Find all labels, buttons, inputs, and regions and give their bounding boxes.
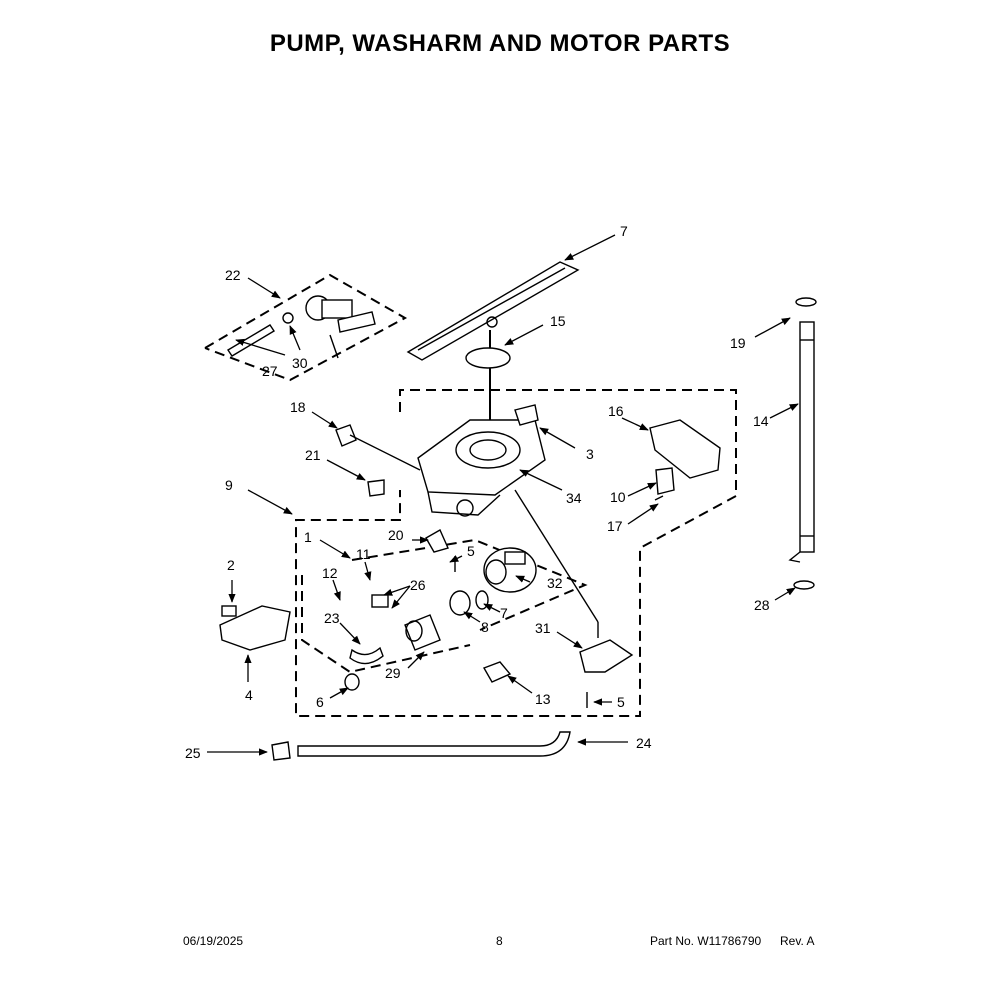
hose-clamp-top-part	[795, 297, 817, 307]
callout-27: 26	[410, 577, 426, 593]
callout-20: 19	[730, 335, 746, 351]
callout-30: 29	[385, 665, 401, 681]
footer-revision: Rev. A	[780, 934, 815, 948]
callout-22: 21	[305, 447, 321, 463]
parts	[219, 261, 817, 761]
pump-seal-part	[449, 590, 471, 616]
hose-end-clip-part	[271, 741, 291, 761]
elbow-hose-part	[349, 646, 384, 665]
callout-33: 32	[547, 575, 563, 591]
bracket-clip-part	[425, 529, 449, 553]
small-clip-part	[367, 479, 385, 497]
drain-hose-part	[788, 321, 815, 563]
callout-11: 10	[610, 489, 626, 505]
grommet-part	[344, 673, 360, 691]
long-drain-hose-part	[297, 731, 571, 757]
screw-part	[654, 495, 664, 501]
callout-8-fixed: 8	[481, 619, 489, 635]
callout-12: 11	[356, 546, 371, 562]
small-bracket-part	[655, 467, 675, 495]
motor-mount-part	[514, 489, 634, 673]
mounting-bracket-part	[219, 605, 291, 651]
hose-connector-part	[371, 594, 389, 608]
connector-part	[335, 424, 357, 447]
callout-29: 28	[754, 597, 770, 613]
callout-14: 13	[535, 691, 551, 707]
leader-arrows	[207, 234, 799, 756]
bracket-part	[649, 419, 721, 479]
callout-32: 31	[535, 620, 551, 636]
callout-17: 16	[608, 403, 624, 419]
clip-part	[514, 404, 539, 426]
inlet-hose-part	[227, 324, 275, 357]
callout-23: 22	[225, 267, 241, 283]
callout-7: 7	[620, 223, 628, 239]
callout-26: 25	[185, 745, 201, 761]
sensor-part	[482, 661, 512, 683]
callout-31: 30	[292, 355, 308, 371]
callout-5-upper: 5	[467, 543, 475, 559]
callout-5-lower: 5	[617, 694, 625, 710]
callout-6-fixed: 6	[316, 694, 324, 710]
callout-28: 27	[262, 363, 278, 379]
callout-34: 34	[566, 490, 582, 506]
callout-25: 24	[636, 735, 652, 751]
callout-2: 2	[227, 557, 235, 573]
callout-24: 23	[324, 610, 340, 626]
page-title: PUMP, WASHARM AND MOTOR PARTS	[269, 30, 731, 57]
footer-part-number: Part No. W11786790	[650, 934, 762, 948]
callout-13: 12	[322, 565, 338, 581]
footer-date: 06/19/2025	[183, 934, 244, 948]
callout-10: 9	[225, 477, 233, 493]
footer-page-number: 8	[496, 934, 503, 948]
group-boundaries	[204, 273, 737, 717]
callout-21: 20	[388, 527, 404, 543]
callout-4: 4	[245, 687, 253, 703]
boundary-main-assembly	[295, 389, 737, 717]
callout-labels: 7 15 22 27 30 18 21 3 16 10 17 34 9 1 20…	[185, 223, 770, 761]
boundary-pump-group-left	[301, 575, 471, 674]
circulation-pump-part	[483, 547, 537, 593]
o-ring-part	[475, 590, 489, 610]
hose-clamp-bottom-part	[793, 580, 815, 590]
sump-assembly-part	[417, 419, 546, 517]
boundary-inlet-group	[204, 273, 408, 382]
inlet-assembly-part	[282, 295, 376, 359]
callout-9: 7	[500, 605, 508, 621]
callout-3: 3	[586, 446, 594, 462]
callout-18: 17	[607, 518, 623, 534]
callout-15: 14	[753, 413, 769, 429]
callout-16: 15	[550, 313, 566, 329]
callout-19: 18	[290, 399, 306, 415]
callout-1: 1	[304, 529, 312, 545]
washarm-disc-part	[465, 347, 511, 369]
